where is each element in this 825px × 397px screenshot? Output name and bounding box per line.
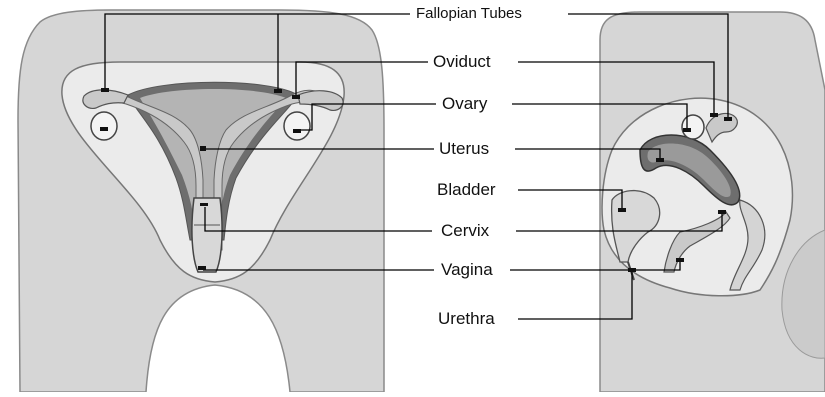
label-ovary: Ovary [442, 95, 487, 112]
label-cervix: Cervix [441, 222, 489, 239]
side-view [600, 12, 825, 392]
pin [656, 158, 664, 162]
front-cervix-vagina [192, 198, 222, 272]
pin [293, 129, 301, 133]
pin [292, 95, 300, 99]
pin [198, 266, 206, 270]
pin [274, 89, 282, 93]
pin [628, 268, 636, 272]
pin [101, 88, 109, 92]
label-uterus: Uterus [439, 140, 489, 157]
pin [200, 146, 206, 151]
pin [718, 210, 726, 214]
front-right-ovary [284, 112, 310, 140]
front-view [18, 10, 384, 392]
pin [710, 113, 718, 117]
front-left-ovary [91, 112, 117, 140]
pin [200, 203, 208, 206]
pin [100, 127, 108, 131]
label-oviduct: Oviduct [433, 53, 491, 70]
pin [724, 117, 732, 121]
label-vagina: Vagina [441, 261, 493, 278]
label-bladder: Bladder [437, 181, 496, 198]
label-urethra: Urethra [438, 310, 495, 327]
side-ovary [682, 115, 704, 139]
pin [676, 258, 684, 262]
pin [618, 208, 626, 212]
label-fallopian-tubes: Fallopian Tubes [416, 6, 522, 21]
pin [683, 128, 691, 132]
